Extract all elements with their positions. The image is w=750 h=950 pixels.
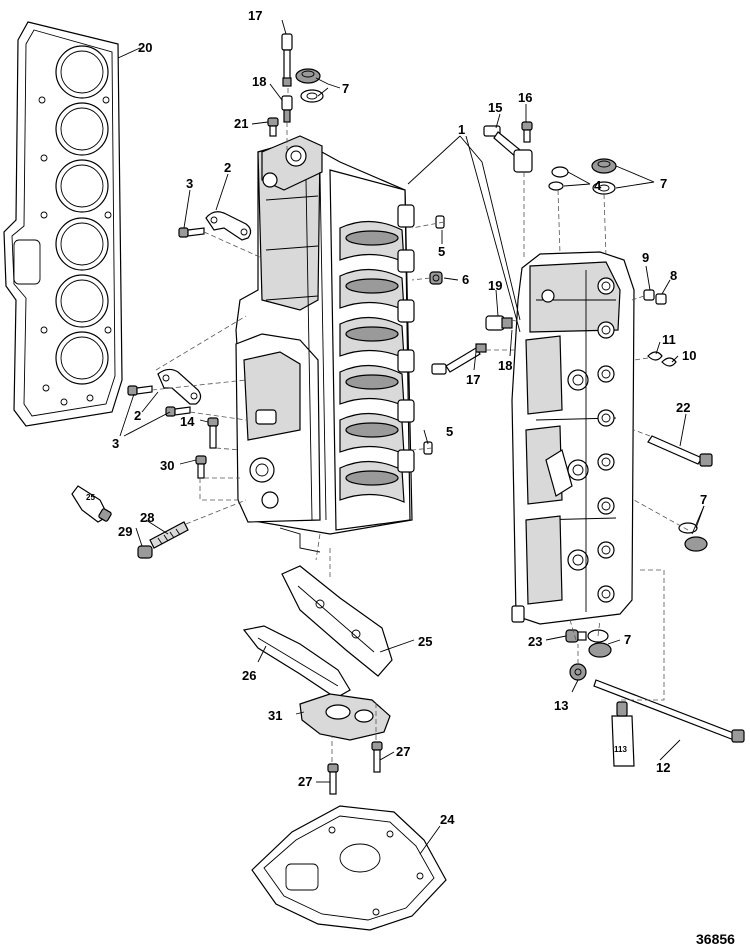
bolt-part-30 (195, 455, 207, 479)
fitting-part-21 (267, 117, 279, 137)
clip-part-11 (647, 351, 663, 361)
callout-23: 23 (528, 634, 542, 649)
callout-7-bottom: 7 (624, 632, 631, 647)
head-gasket-part-20 (3, 21, 123, 427)
sensor-part-19 (485, 315, 513, 331)
callout-11: 11 (662, 332, 676, 347)
plug-part-23 (565, 629, 587, 643)
callout-18-mid: 18 (498, 358, 512, 373)
callout-4: 4 (594, 178, 602, 193)
sensor-part-17-lower (431, 343, 487, 375)
sensor-part-18-upper (281, 95, 293, 123)
callout-17-top: 17 (248, 8, 262, 23)
callout-16: 16 (518, 90, 532, 105)
plug-part-8 (655, 293, 667, 305)
grommet-part-7-right (591, 158, 617, 195)
callout-7-top-right: 7 (660, 176, 667, 191)
callout-15: 15 (488, 100, 502, 115)
callout-12: 12 (656, 760, 670, 775)
bolt-part-16 (521, 121, 533, 143)
callout-28: 28 (140, 510, 154, 525)
figure-id: 36856 (696, 931, 735, 947)
callout-10: 10 (682, 348, 696, 363)
callout-30: 30 (160, 458, 174, 473)
seal-part-4 (548, 166, 569, 191)
bolt-part-22 (647, 435, 713, 467)
alignment-lines (151, 88, 689, 762)
bolt-part-3-upper (178, 227, 205, 238)
clip-part-10 (661, 357, 677, 367)
sensor-part-15 (483, 125, 533, 173)
callout-27-right: 27 (396, 744, 410, 759)
bolt-part-3-lower-b (165, 406, 191, 417)
callout-22: 22 (676, 400, 690, 415)
bolt-part-3-lower-a (127, 385, 153, 396)
bracket-upper-part-2 (205, 211, 252, 241)
nut-part-29 (137, 545, 153, 559)
bolt-part-27-left (327, 763, 339, 795)
leader-lines (117, 19, 705, 855)
callout-26: 26 (242, 668, 256, 683)
sealant-tube-part-25: 25 (71, 485, 112, 523)
callout-2-lower: 2 (134, 408, 141, 423)
cylinder-head-right-part-1 (511, 251, 635, 625)
callout-labels: 1 2 2 3 3 4 5 5 6 7 7 7 7 8 9 10 11 12 1… (112, 8, 707, 827)
cylinder-block-left-part-1 (235, 135, 415, 553)
sealant-tube-label-25: 25 (86, 493, 95, 502)
callout-19: 19 (488, 278, 502, 293)
grommet-part-7-mid (678, 522, 708, 552)
sealant-tube-label-113: 113 (614, 745, 627, 754)
grommet-part-7-lower (587, 629, 612, 658)
callout-9: 9 (642, 250, 649, 265)
plug-part-9 (643, 289, 655, 301)
callout-18-top: 18 (252, 74, 266, 89)
grommet-part-7-upper (295, 68, 324, 103)
callout-20: 20 (138, 40, 152, 55)
callout-3-upper: 3 (186, 176, 193, 191)
plate-part-31 (299, 693, 391, 741)
callout-14: 14 (180, 414, 195, 429)
callout-21: 21 (234, 116, 248, 131)
callout-3-lower: 3 (112, 436, 119, 451)
sealant-tube-part-113: 113 (611, 701, 635, 767)
callout-27-left: 27 (298, 774, 312, 789)
callout-24: 24 (440, 812, 455, 827)
callout-31: 31 (268, 708, 282, 723)
plug-part-6 (429, 271, 443, 285)
callout-6: 6 (462, 272, 469, 287)
gasket-part-24 (251, 805, 447, 931)
callout-8: 8 (670, 268, 677, 283)
callout-29: 29 (118, 524, 132, 539)
callout-2-upper: 2 (224, 160, 231, 175)
callout-13: 13 (554, 698, 568, 713)
callout-7-mid-right: 7 (700, 492, 707, 507)
rod-part-12 (593, 679, 745, 743)
callout-25: 25 (418, 634, 432, 649)
washer-part-13 (569, 663, 587, 681)
callout-17-mid: 17 (466, 372, 480, 387)
chain-guide-part-26 (242, 625, 351, 699)
callout-5-lower: 5 (446, 424, 453, 439)
callout-7-top-left: 7 (342, 81, 349, 96)
callout-1: 1 (458, 122, 465, 137)
bolt-part-27-right (371, 741, 383, 773)
bolt-part-14 (207, 417, 219, 449)
sensor-part-17-upper (281, 33, 293, 87)
chain-guide-part-25 (281, 565, 393, 677)
stud-part-28 (149, 521, 189, 549)
callout-5-upper: 5 (438, 244, 445, 259)
